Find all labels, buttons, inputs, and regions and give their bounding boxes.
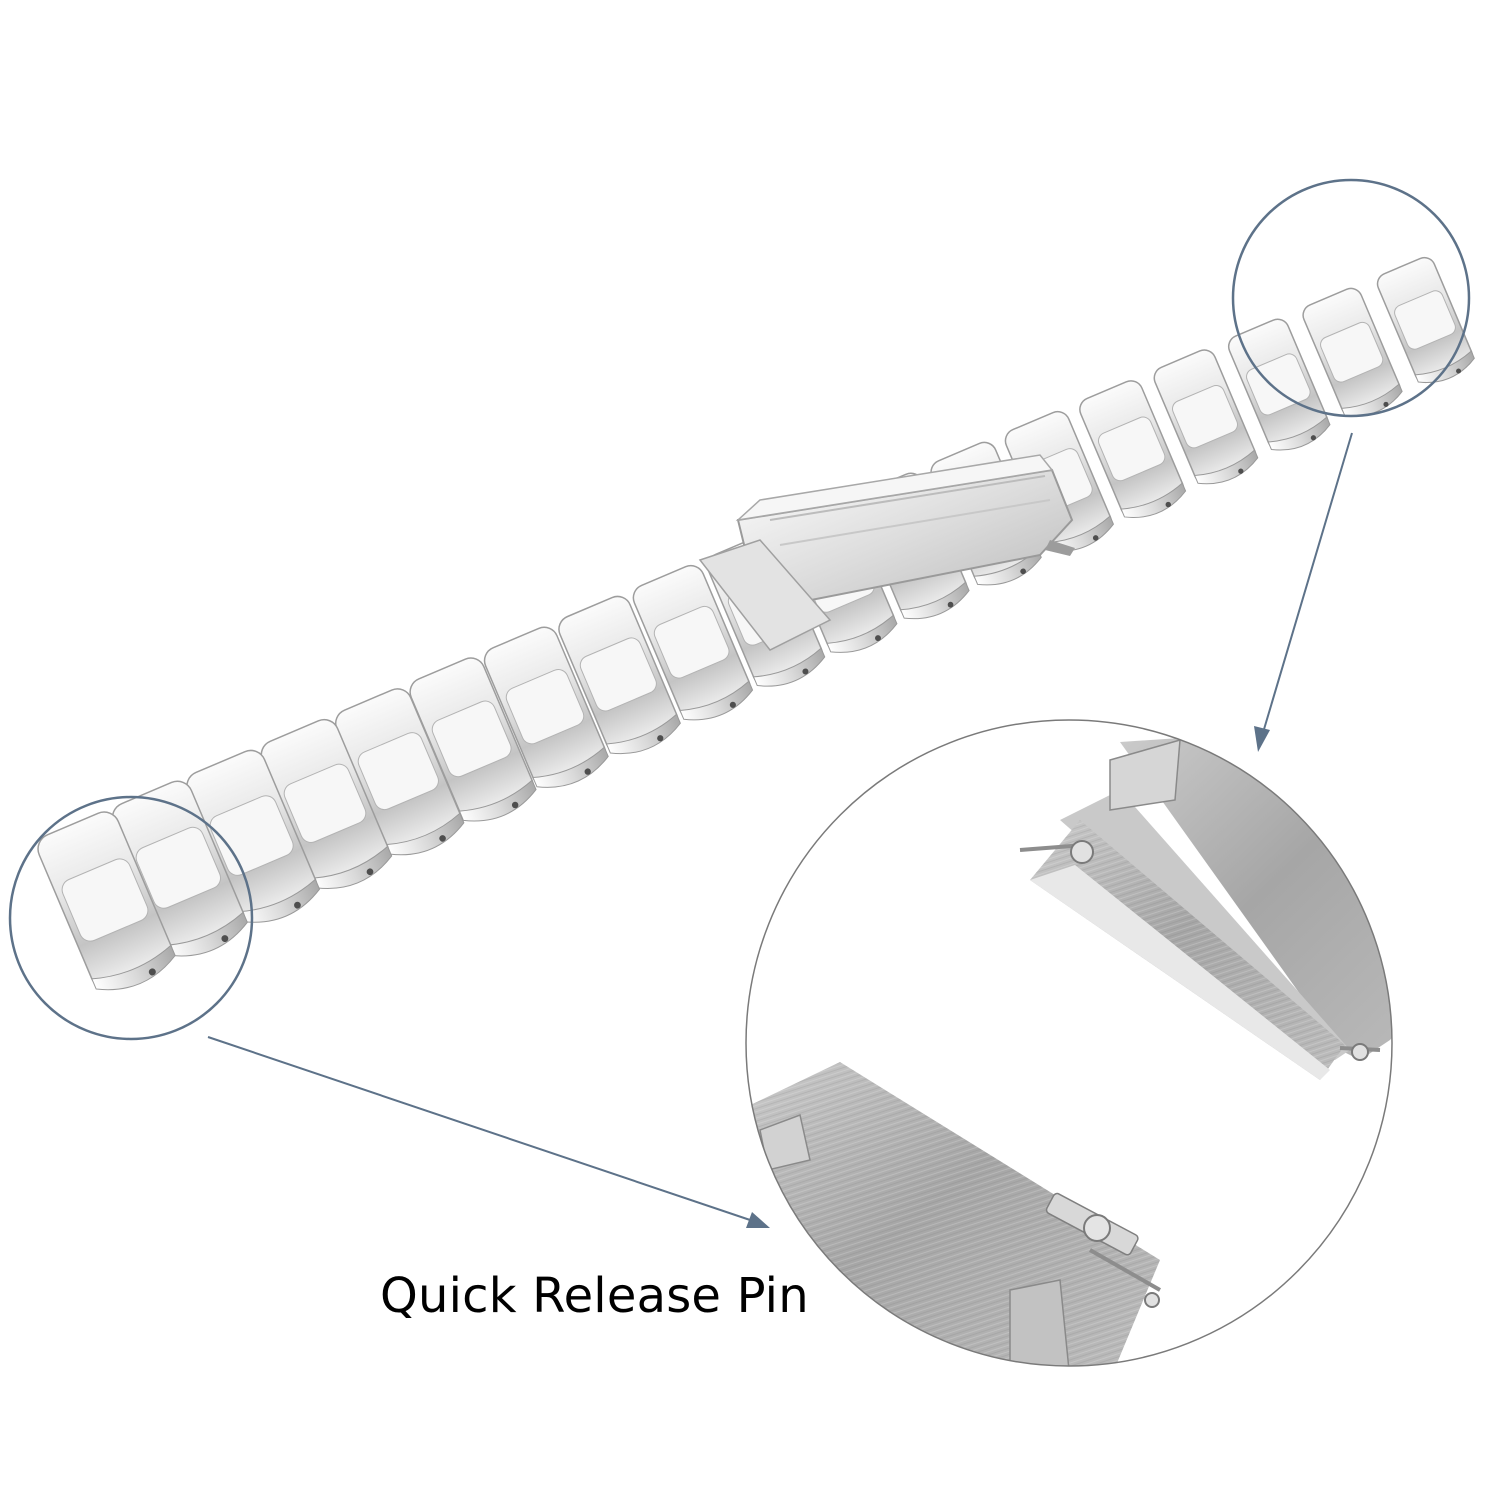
clasp [698,454,1075,651]
left-arrow [207,1036,770,1228]
band-link [483,626,609,788]
band-link [1153,349,1259,485]
caption-quick-release-pin: Quick Release Pin [380,1268,809,1324]
upper-end-link [1019,736,1392,1080]
band-link [1227,318,1331,451]
detail-closeup [745,719,1393,1367]
band-link [1079,380,1187,518]
band-link [1302,287,1403,417]
right-callout-circle [1231,178,1471,418]
band-link [558,595,681,755]
band-link [37,811,176,991]
band-link [111,780,248,957]
band-link [632,564,754,721]
band-link [1376,256,1475,384]
band-link [260,718,393,889]
right-arrow [1254,432,1353,752]
band-link [334,688,465,856]
left-callout-circle [8,795,254,1041]
band-link [186,749,321,923]
